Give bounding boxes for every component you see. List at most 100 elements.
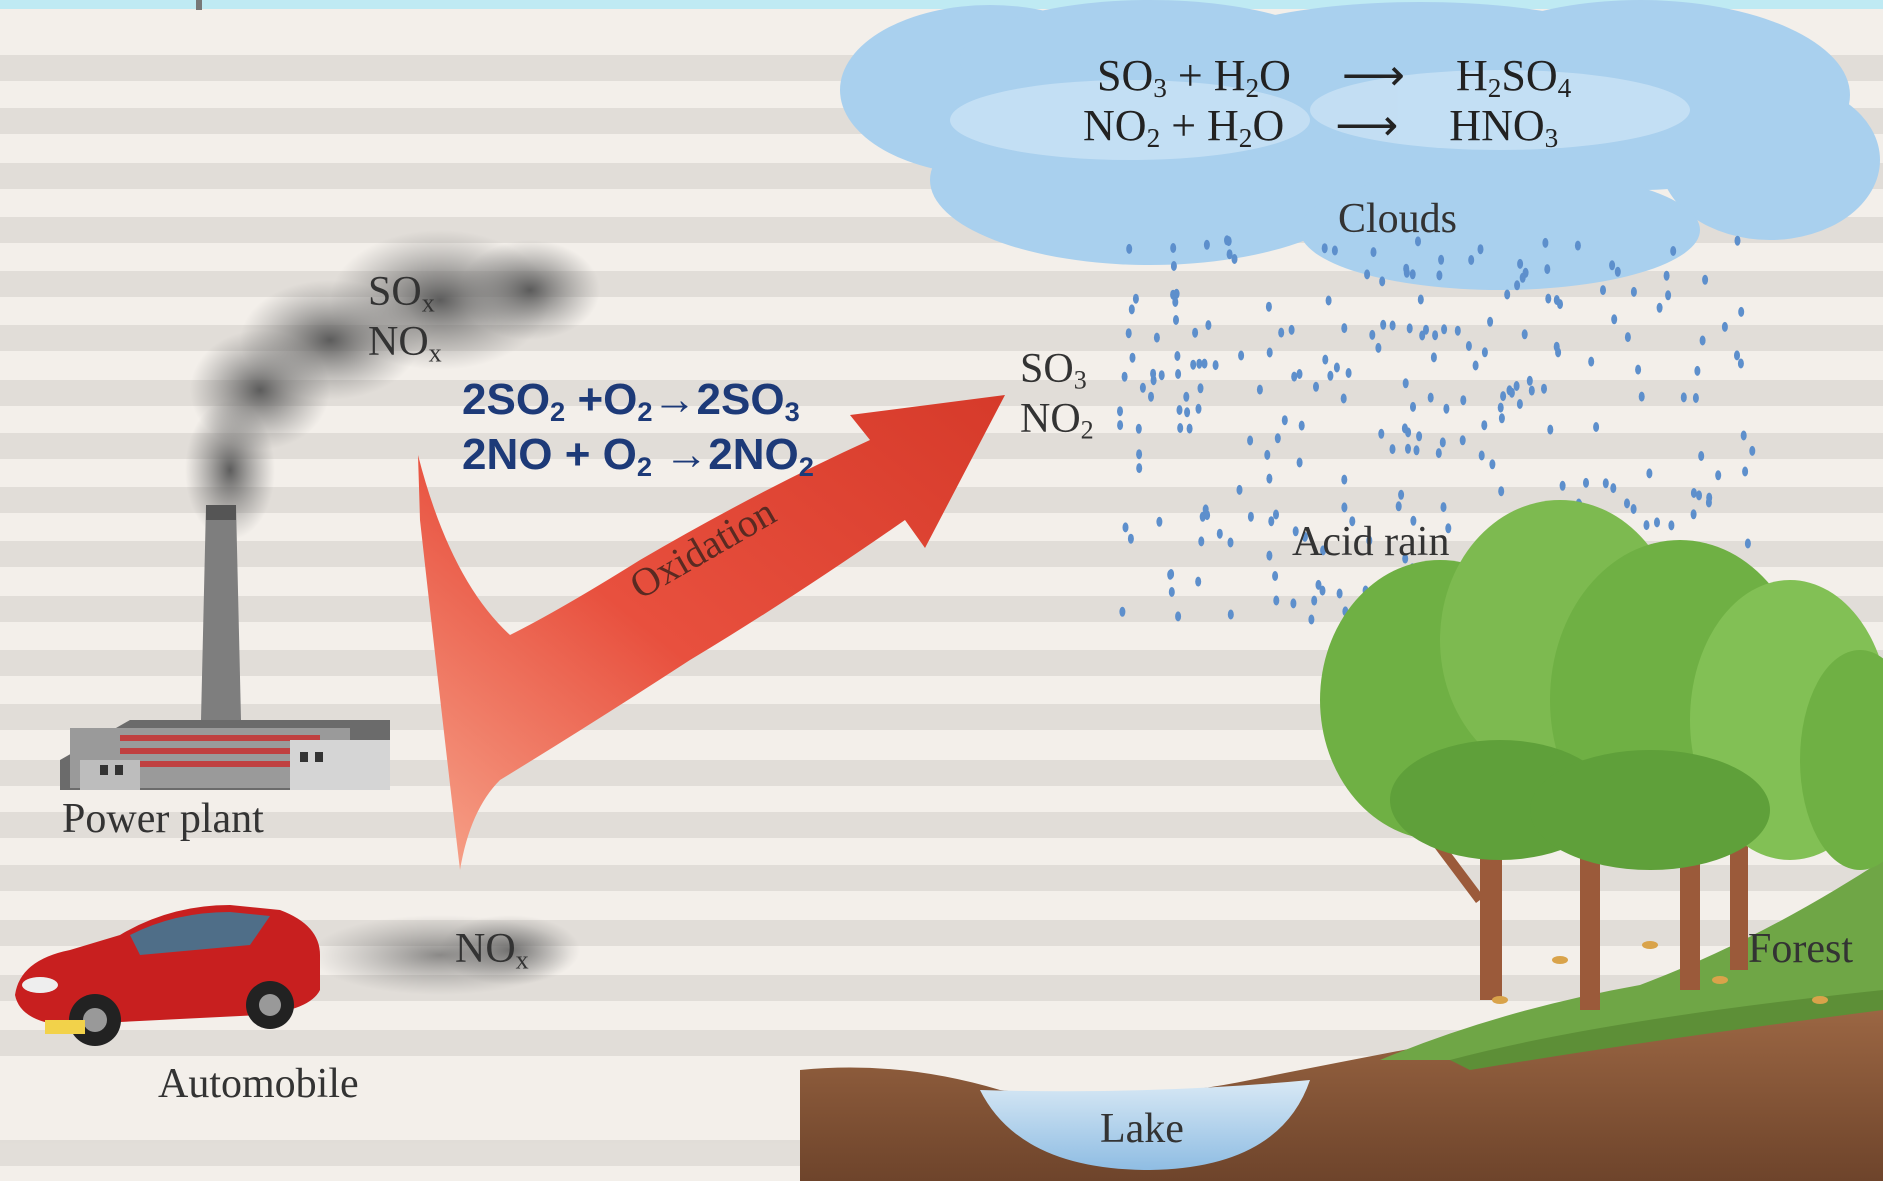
- power-plant-label: Power plant: [62, 796, 264, 842]
- rain-drop: [1198, 536, 1205, 547]
- rain-drop: [1203, 239, 1210, 250]
- rain-drop: [1379, 276, 1386, 287]
- rain-drop: [1602, 478, 1609, 489]
- rain-drop: [1395, 501, 1402, 512]
- rain-drop: [1256, 384, 1263, 395]
- rain-drop: [1184, 407, 1191, 418]
- rain-drop: [1749, 445, 1756, 456]
- rain-drop: [1268, 516, 1275, 527]
- rain-drops: [1117, 235, 1756, 625]
- rain-drop: [1170, 243, 1177, 253]
- rain-drop: [1369, 329, 1376, 340]
- rain-drop: [1340, 393, 1347, 404]
- rain-drop: [1349, 516, 1356, 527]
- rain-drop: [1635, 364, 1642, 375]
- rain-drop: [1266, 473, 1273, 484]
- rain-drop: [1413, 445, 1420, 456]
- rain-drop: [1153, 332, 1160, 343]
- rain-drop: [1630, 286, 1637, 297]
- rain-drop: [1690, 488, 1697, 498]
- rain-drop: [1195, 403, 1202, 414]
- rain-drop: [1721, 321, 1728, 332]
- rain-drop: [1646, 468, 1653, 479]
- rain-drop: [1183, 391, 1190, 402]
- rain-drop: [1364, 269, 1371, 280]
- rain-drop: [1174, 351, 1181, 361]
- rain-drop: [1292, 526, 1299, 537]
- rain-drop: [1519, 272, 1526, 283]
- rain-drop: [1705, 497, 1712, 508]
- rain-drop: [1156, 516, 1163, 527]
- rain-drop: [1665, 290, 1672, 301]
- rain-drop: [1624, 498, 1630, 509]
- acid-rain-label: Acid rain: [1292, 519, 1450, 565]
- rain-drop: [1521, 329, 1528, 340]
- rain-drop: [1190, 359, 1197, 370]
- rain-drop: [1378, 428, 1385, 439]
- rain-drop: [1195, 576, 1202, 587]
- rain-drop: [1610, 483, 1617, 494]
- rain-drop: [1168, 587, 1175, 597]
- rain-drop: [1247, 511, 1254, 522]
- rain-drop: [1278, 327, 1285, 338]
- rain-drop: [1680, 392, 1687, 403]
- rain-drop: [1436, 270, 1443, 281]
- rain-drop: [1126, 243, 1133, 254]
- rain-drop: [1127, 533, 1134, 544]
- rain-drop: [1196, 358, 1203, 369]
- rain-drop: [1247, 435, 1254, 446]
- rain-drop: [1272, 571, 1279, 581]
- rain-drop: [1136, 463, 1143, 474]
- rain-drop: [1311, 595, 1318, 606]
- rain-drop: [1698, 451, 1705, 461]
- rain-drop: [1737, 358, 1744, 369]
- rain-drop: [1401, 423, 1408, 434]
- forest-trees: [1320, 500, 1883, 1010]
- rain-drop: [1176, 405, 1183, 415]
- rain-drop: [1415, 236, 1421, 247]
- oxidation-equation-no: 2NO + O2 →2NO2: [462, 430, 814, 482]
- rain-drop: [1443, 403, 1450, 414]
- rain-drop: [1266, 550, 1273, 561]
- rain-drop: [1489, 459, 1496, 470]
- rain-drop: [1345, 368, 1352, 378]
- rain-drop: [1559, 480, 1566, 491]
- rain-drop: [1227, 609, 1234, 620]
- rain-drop: [1481, 347, 1488, 358]
- rain-drop: [1668, 520, 1675, 531]
- rain-drop: [1611, 314, 1618, 325]
- cloud-reaction-no2: NO2 + H2O ⟶ HNO3: [1083, 101, 1559, 153]
- rain-drop: [1380, 319, 1387, 330]
- rain-drop: [1389, 444, 1396, 455]
- rain-drop: [1498, 486, 1505, 497]
- rain-drop: [1197, 383, 1204, 394]
- rain-drop: [1459, 435, 1466, 446]
- rain-drop: [1175, 369, 1182, 379]
- power-plant-icon: [60, 505, 390, 790]
- rain-drop: [1690, 509, 1697, 520]
- rain-drop: [1308, 614, 1315, 625]
- rain-drop: [1440, 502, 1447, 513]
- top-bar: [0, 0, 1883, 9]
- rain-drop: [1238, 350, 1245, 361]
- rain-drop: [1609, 260, 1616, 271]
- rain-drop: [1298, 420, 1305, 431]
- rain-drop: [1435, 448, 1442, 459]
- rain-drop: [1654, 517, 1660, 528]
- rain-drop: [1506, 385, 1513, 396]
- rain-drop: [1472, 360, 1479, 371]
- rain-drop: [1170, 289, 1177, 300]
- clouds-label: Clouds: [1338, 196, 1458, 242]
- rain-drop: [1734, 235, 1741, 246]
- rain-drop: [1541, 383, 1547, 394]
- rain-drop: [1403, 267, 1410, 278]
- rain-drop: [1481, 420, 1488, 431]
- rain-drop: [1694, 365, 1701, 376]
- rain-drop: [1574, 240, 1581, 251]
- cloud-reaction-so3: SO3 + H2O ⟶ H2SO4: [1097, 51, 1572, 103]
- rain-drop: [1212, 360, 1219, 371]
- rain-drop: [1740, 430, 1747, 441]
- rain-drop: [1547, 424, 1554, 435]
- rain-drop: [1315, 579, 1322, 590]
